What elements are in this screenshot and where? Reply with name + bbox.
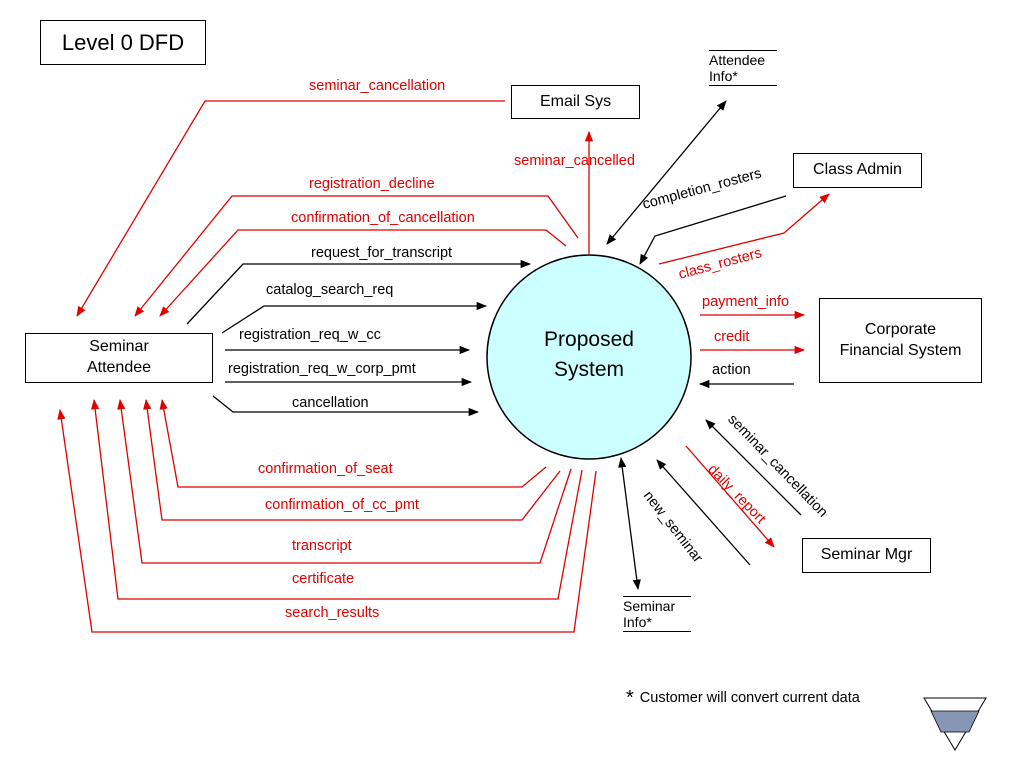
entity-corporate-financial-system[interactable]: Corporate Financial System <box>819 298 982 383</box>
flow-line-seminar-info <box>618 456 641 591</box>
entity-seminar-mgr[interactable]: Seminar Mgr <box>802 538 931 573</box>
flow-label-payment-info: payment_info <box>702 294 790 310</box>
flow-label-transcript: transcript <box>292 538 352 554</box>
flow-line-request-for-transcript <box>186 259 532 325</box>
flow-line-completion-rosters <box>639 195 787 265</box>
diagram-title: Level 0 DFD <box>40 20 206 65</box>
flow-line-confirmation-of-cc-pmt <box>143 398 561 521</box>
flow-line-registration-decline <box>134 195 579 317</box>
flow-line-certificate <box>90 398 583 600</box>
entity-class-admin[interactable]: Class Admin <box>793 153 922 188</box>
flow-label-confirmation-of-cc-pmt: confirmation_of_cc_pmt <box>265 497 419 513</box>
flow-label-registration-req-w-cc: registration_req_w_cc <box>239 327 381 343</box>
footnote-asterisk: * <box>626 687 634 709</box>
flow-label-action: action <box>712 362 751 378</box>
flow-label-credit: credit <box>714 329 750 345</box>
conversion-legend-icon <box>923 697 987 751</box>
flow-label-registration-req-w-corp-pmt: registration_req_w_corp_pmt <box>228 361 416 377</box>
flow-label-certificate: certificate <box>292 571 355 587</box>
flow-line-seminar-cancellation-top <box>76 100 505 317</box>
flow-line-new-seminar <box>656 459 751 566</box>
flow-label-registration-decline: registration_decline <box>309 176 435 192</box>
flow-line-confirmation-of-cancellation <box>159 229 567 317</box>
store-attendee-info[interactable]: Attendee Info* <box>709 50 777 86</box>
flow-label-request-for-transcript: request_for_transcript <box>311 245 453 261</box>
flow-line-confirmation-of-seat <box>159 398 547 488</box>
flow-line-daily-report <box>685 445 775 548</box>
flow-label-search-results: search_results <box>285 605 380 621</box>
flow-line-transcript <box>117 398 572 564</box>
footnote-text: Customer will convert current data <box>639 690 860 706</box>
entity-seminar-attendee[interactable]: Seminar Attendee <box>25 333 213 383</box>
flow-label-confirmation-of-cancellation: confirmation_of_cancellation <box>291 210 475 226</box>
flow-label-catalog-search-req: catalog_search_req <box>266 282 394 298</box>
process-circle[interactable] <box>486 254 692 460</box>
flow-line-attendee-info <box>606 100 727 245</box>
flow-label-seminar-cancelled: seminar_cancelled <box>514 153 635 169</box>
flow-line-search-results <box>57 408 597 633</box>
footnote: * Customer will convert current data <box>626 687 860 713</box>
flow-label-seminar-cancellation-top: seminar_cancellation <box>309 78 446 94</box>
flow-line-class-rosters <box>658 193 830 265</box>
store-seminar-info[interactable]: Seminar Info* <box>623 596 691 632</box>
flow-line-seminar-cancellation-mgr <box>705 419 802 516</box>
flow-label-cancellation: cancellation <box>292 395 369 411</box>
entity-email-sys[interactable]: Email Sys <box>511 85 640 119</box>
flow-line-catalog-search-req <box>221 301 488 334</box>
flow-line-cancellation <box>212 395 480 417</box>
process-label: Proposed System <box>544 328 634 382</box>
flow-label-confirmation-of-seat: confirmation_of_seat <box>258 461 393 477</box>
